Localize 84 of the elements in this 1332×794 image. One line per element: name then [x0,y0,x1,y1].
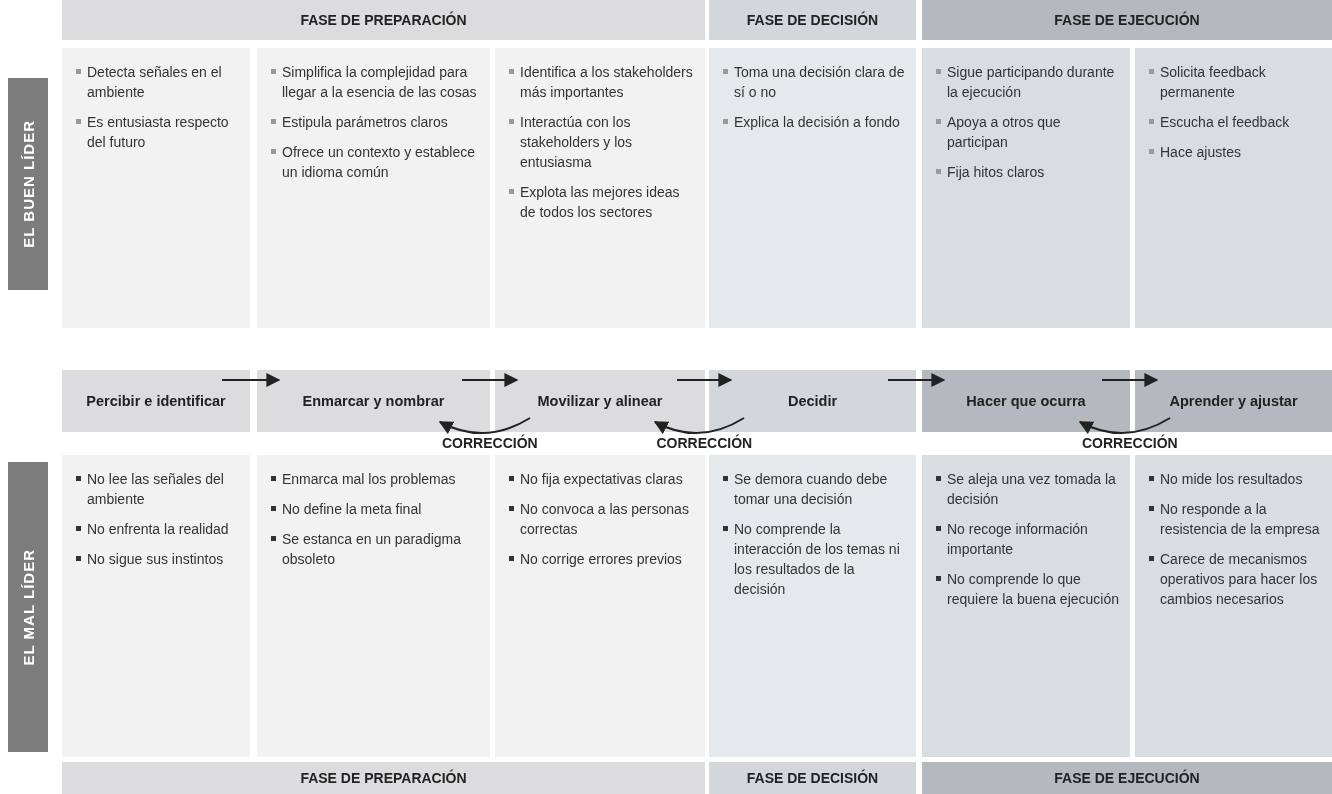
step-label: Decidir [787,393,838,409]
bullet-item: Toma una decisión clara de sí o no [723,62,906,102]
phase-header [922,762,1332,794]
bullet-item: No recoge información importante [936,519,1120,559]
bullet-item: Apoya a otros que participan [936,112,1120,152]
step-box [62,370,250,432]
step-box [709,370,916,432]
bullet-item: No enfrenta la realidad [76,519,240,539]
arrow [887,373,946,387]
bullet-panel [257,455,490,757]
phase-label: FASE DE PREPARACIÓN [300,770,467,786]
phase-label: FASE DE PREPARACIÓN [300,12,467,28]
bullet-item: Sigue participando durante la ejecución [936,62,1120,102]
bullet-panel [495,48,705,328]
bullet-item: Es entusiasta respecto del futuro [76,112,240,152]
arrow [1078,417,1171,434]
bullet-panel [1135,48,1332,328]
bullet-item: Enmarca mal los problemas [271,469,480,489]
row-label: EL MAL LÍDER [19,548,37,666]
arrow [461,373,519,387]
phase-label: FASE DE EJECUCIÓN [1054,12,1200,28]
bullet-item: No convoca a las personas correctas [509,499,695,539]
edge-label: CORRECCIÓN [654,435,755,451]
bullet-item: Fija hitos claros [936,162,1120,182]
step-box [495,370,705,432]
bullet-panel [922,455,1130,757]
step-box [257,370,490,432]
row-label-bar [8,78,48,290]
bullet-item: No sigue sus instintos [76,549,240,569]
bullet-item: Estipula parámetros claros [271,112,480,132]
bullet-item: No comprende la interacción de los temas ni los resultados de la decisión [723,519,906,599]
phase-label: FASE DE DECISIÓN [746,12,879,28]
step-label: Enmarcar y nombrar [302,393,445,409]
arrow [1101,373,1159,387]
bullet-panel [495,455,705,757]
bullet-panel [62,48,250,328]
bullet-item: Simplifica la complejidad para llegar a la esencia de las cosas [271,62,480,102]
bullet-panel [257,48,490,328]
arrow [221,373,281,387]
bullet-item: Se demora cuando debe tomar una decisión [723,469,906,509]
phase-header [922,0,1332,40]
bullet-panel [1135,455,1332,757]
bullet-panel [62,455,250,757]
row-label: EL BUEN LÍDER [19,120,37,248]
edge-label: CORRECCIÓN [440,435,540,451]
bullet-item: No lee las señales del ambiente [76,469,240,509]
step-box [922,370,1130,432]
bullet-item: No comprende lo que requiere la buena ejecución [936,569,1120,609]
arrow [438,417,531,434]
phase-header [709,0,916,40]
phase-header [709,762,916,794]
step-label: Hacer que ocurra [966,393,1086,409]
bullet-panel [709,48,916,328]
step-label: Movilizar y alinear [537,393,663,409]
bullet-item: Explica la decisión a fondo [723,112,906,132]
bullet-item: Interactúa con los stakeholders y los entusiasma [509,112,695,172]
phase-header [62,762,705,794]
phase-header [62,0,705,40]
bullet-item: Escucha el feedback [1149,112,1322,132]
bullet-item: Identifica a los stakeholders más importantes [509,62,695,102]
bullet-item: No responde a la resistencia de la empresa [1149,499,1322,539]
bullet-item: Hace ajustes [1149,142,1322,162]
bullet-item: No mide los resultados [1149,469,1322,489]
bullet-item: No fija expectativas claras [509,469,695,489]
bullet-item: Se aleja una vez tomada la decisión [936,469,1120,509]
edge-label: CORRECCIÓN [1080,435,1180,451]
bullet-panel [922,48,1130,328]
step-box [1135,370,1332,432]
bullet-item: No corrige errores previos [509,549,695,569]
step-label: Aprender y ajustar [1169,393,1298,409]
bullet-item: No define la meta final [271,499,480,519]
bullet-item: Carece de mecanismos operativos para hacer los cambios necesarios [1149,549,1322,609]
step-label: Percibir e identificar [86,393,226,409]
bullet-item: Solicita feedback permanente [1149,62,1322,102]
bullet-item: Se estanca en un paradigma obsoleto [271,529,480,569]
phase-label: FASE DE EJECUCIÓN [1054,770,1200,786]
bullet-panel [709,455,916,757]
arrow [653,417,745,434]
row-label-bar [8,462,48,752]
phase-label: FASE DE DECISIÓN [746,770,879,786]
bullet-item: Ofrece un contexto y establece un idioma común [271,142,480,182]
bullet-item: Explota las mejores ideas de todos los sectores [509,182,695,222]
bullet-item: Detecta señales en el ambiente [76,62,240,102]
arrow [676,373,733,387]
